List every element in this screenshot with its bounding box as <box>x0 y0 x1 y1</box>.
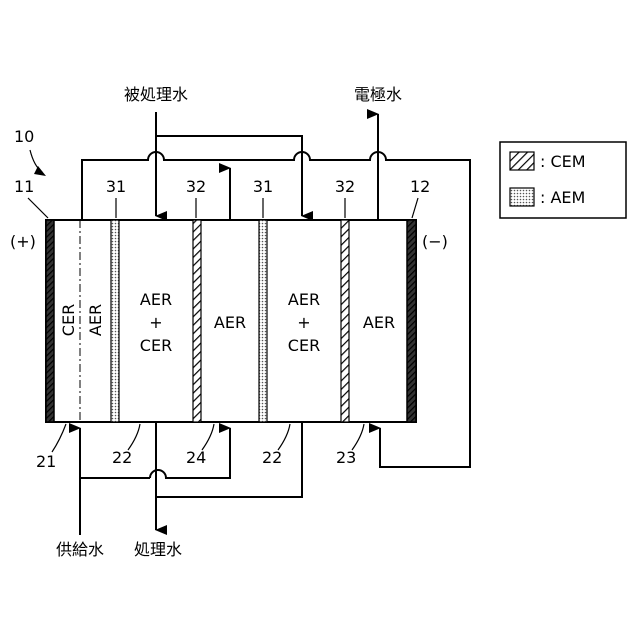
aem-membrane-31b <box>259 220 267 422</box>
chamber-label-concentrating: AER <box>214 313 246 332</box>
ref-membrane-32b: 32 <box>335 177 355 196</box>
chamber-label-cer-anode: CER <box>59 304 78 336</box>
ref-23: 23 <box>336 448 356 467</box>
legend-cem-label: : CEM <box>540 152 586 171</box>
legend-aem-swatch <box>510 188 534 206</box>
chamber-label-desalt2-l1: AER <box>288 290 320 309</box>
chamber-label-desalt1-l1: AER <box>140 290 172 309</box>
ref-membrane-32a: 32 <box>186 177 206 196</box>
ref-10-leader <box>30 150 42 172</box>
chamber-label-desalt2-l3: CER <box>288 336 320 355</box>
anode-electrode <box>46 220 54 422</box>
ref-21: 21 <box>36 452 56 471</box>
aem-membrane-31a <box>111 220 119 422</box>
chamber-label-aer-anode: AER <box>86 304 105 336</box>
label-supply-water: 供給水 <box>56 540 104 559</box>
ref-22b-leader <box>278 424 290 450</box>
label-inlet-water: 被処理水 <box>124 85 188 104</box>
ref-device-10: 10 <box>14 127 34 146</box>
chamber-label-cathode: AER <box>363 313 395 332</box>
label-electrode-water: 電極水 <box>354 85 402 104</box>
ref-11-leader <box>28 198 48 218</box>
ref-24-leader <box>202 424 214 450</box>
ref-cathode-12: 12 <box>410 177 430 196</box>
legend-cem-swatch <box>510 152 534 170</box>
ref-10-arrowhead <box>34 166 46 176</box>
cathode-electrode <box>407 220 416 422</box>
ref-21-leader <box>52 424 66 452</box>
cem-membrane-32a <box>193 220 201 422</box>
polarity-minus: (−) <box>422 232 448 251</box>
cem-membrane-32b <box>341 220 349 422</box>
legend-aem-label: : AEM <box>540 188 585 207</box>
ref-22a-leader <box>128 424 140 450</box>
label-treated-water: 処理水 <box>134 540 182 559</box>
chamber-label-desalt1-l2: + <box>149 313 162 332</box>
ref-membrane-31b: 31 <box>253 177 273 196</box>
polarity-plus: (+) <box>10 232 36 251</box>
chamber-label-desalt1-l3: CER <box>140 336 172 355</box>
ref-membrane-31a: 31 <box>106 177 126 196</box>
ref-anode-11: 11 <box>14 177 34 196</box>
ref-23-leader <box>352 424 364 450</box>
chamber-label-desalt2-l2: + <box>297 313 310 332</box>
ref-22b: 22 <box>262 448 282 467</box>
ref-12-leader <box>412 198 418 218</box>
ref-24: 24 <box>186 448 206 467</box>
ref-22a: 22 <box>112 448 132 467</box>
